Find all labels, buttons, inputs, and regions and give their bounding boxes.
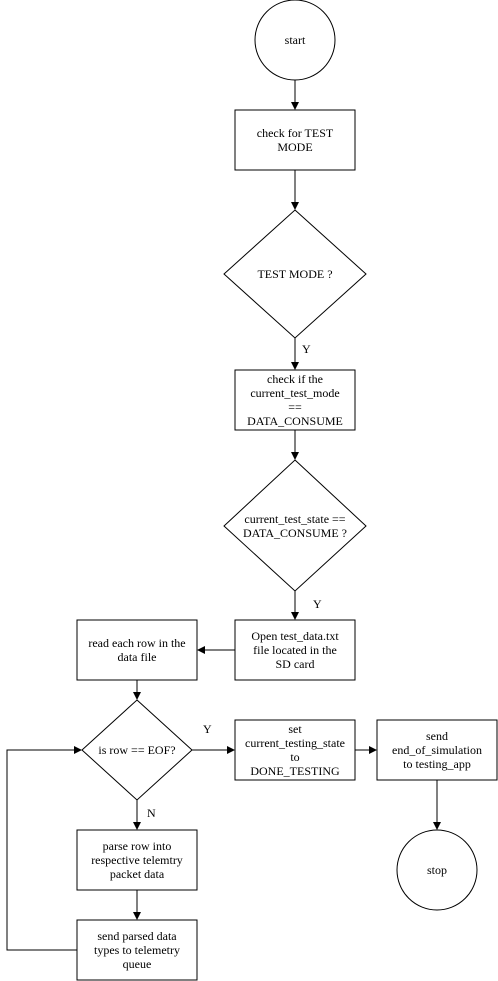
- open-file-label: Open test_data.txt file located in the S…: [251, 629, 339, 671]
- stop-node-shape: [396, 829, 478, 911]
- send-end-shape: [376, 719, 498, 781]
- set-done-label: set current_testing_state to DONE_TESTIN…: [245, 722, 345, 778]
- check-test-mode-shape: [234, 109, 356, 171]
- stop-label: stop: [426, 863, 447, 877]
- check-current-test-mode-label: check if the current_test_mode == DATA_C…: [247, 372, 343, 428]
- read-row-label: read each row in the data file: [88, 636, 186, 664]
- state-yes-label: Y: [313, 597, 322, 611]
- eof-yes-label: Y: [203, 722, 212, 736]
- edge-loop-back: [6, 746, 82, 951]
- state-decision-label: current_test_state == DATA_CONSUME ?: [242, 512, 348, 540]
- send-parsed-label: send parsed data types to telemetry queu…: [94, 929, 180, 971]
- parse-row-label: parse row into respective telemtry packe…: [91, 839, 183, 881]
- check-test-mode-label: check for TEST MODE: [256, 126, 334, 154]
- send-end-label: send end_of_simulation to testing_app: [392, 729, 482, 771]
- eof-decision-label: is row == EOF?: [98, 743, 176, 757]
- parse-row-shape: [76, 829, 198, 891]
- test-mode-decision-label: TEST MODE ?: [257, 267, 333, 281]
- open-file-shape: [234, 619, 356, 681]
- send-parsed-shape: [76, 919, 198, 981]
- start-label: start: [284, 33, 306, 47]
- set-done-shape: [234, 719, 356, 781]
- test-mode-yes-label: Y: [302, 342, 311, 356]
- eof-no-label: N: [147, 806, 156, 820]
